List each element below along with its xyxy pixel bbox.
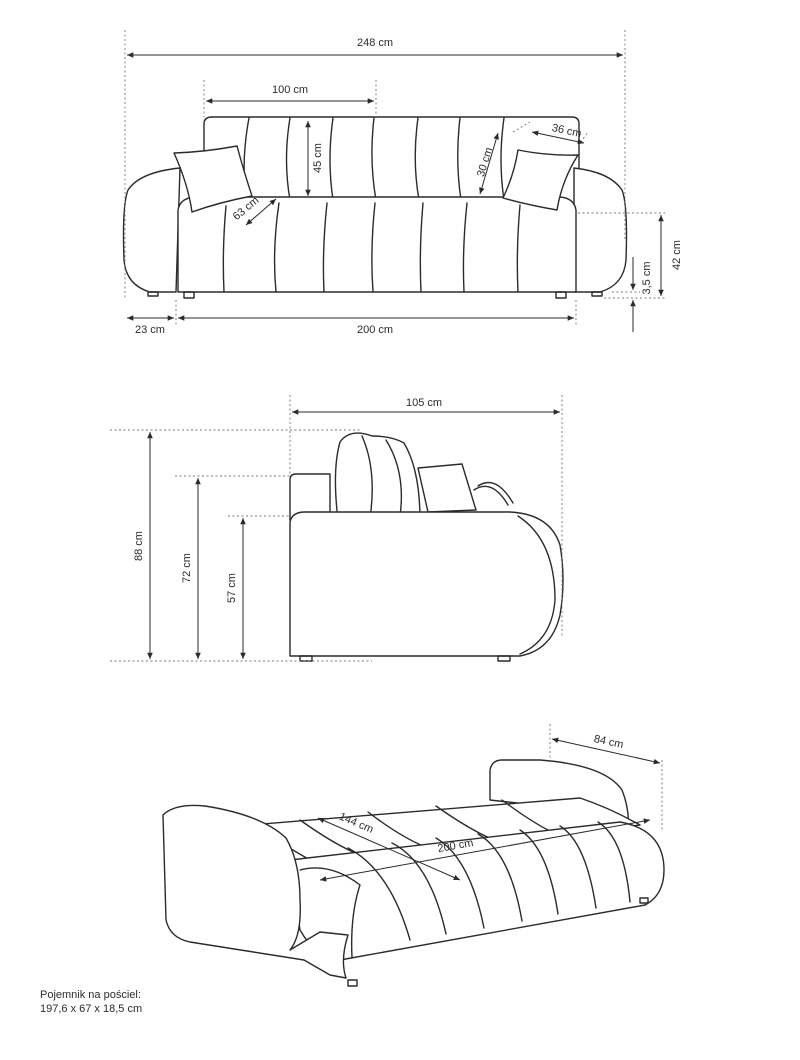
front-foot: [555, 291, 567, 299]
front-foot: [147, 291, 159, 297]
label-seat-height: 57 cm: [226, 573, 238, 603]
side-armrest: [289, 511, 564, 657]
front-right-pillow: [502, 149, 579, 211]
front-right-armrest: [573, 167, 628, 293]
front-left-armrest: [122, 167, 181, 293]
storage-note-title: Pojemnik na pościel:: [40, 989, 141, 1001]
dim-armrest-depth: [551, 737, 661, 765]
label-back-height: 45 cm: [312, 143, 324, 173]
side-back-arm: [289, 473, 331, 521]
label-armrest-width: 23 cm: [135, 324, 165, 336]
label-total-height: 88 cm: [133, 531, 145, 561]
storage-note: Pojemnik na pościel: 197,6 x 67 x 18,5 c…: [40, 988, 142, 1016]
label-leg-height: 3,5 cm: [641, 261, 653, 294]
bed-view: 84 cm 144 cm 200 cm: [162, 724, 665, 987]
bed-foot: [639, 897, 649, 904]
dim-cushion-height: [479, 132, 499, 195]
front-foot: [591, 291, 603, 297]
label-seat-width: 200 cm: [357, 324, 393, 336]
label-depth: 105 cm: [406, 397, 442, 409]
side-foot: [299, 655, 313, 662]
label-armrest-height: 72 cm: [181, 553, 193, 583]
bed-foot: [347, 979, 358, 987]
label-cushion-height: 30 cm: [475, 146, 495, 178]
bed-near-armrest: [162, 804, 349, 979]
side-foot: [497, 655, 511, 662]
side-pillow: [417, 463, 477, 513]
dim-cushion-width: [531, 130, 585, 145]
side-backrest: [334, 432, 421, 521]
storage-note-dimensions: 197,6 x 67 x 18,5 cm: [40, 1003, 143, 1015]
dim-seat-depth: [245, 198, 277, 226]
front-backrest: [203, 116, 580, 201]
label-total-width: 248 cm: [357, 37, 393, 49]
side-view: 105 cm 88 cm 72 cm 57 cm: [110, 395, 564, 662]
front-view: 248 cm 100 cm 45 cm 63 cm 36 cm 30 cm 42…: [122, 30, 683, 336]
label-front-height: 42 cm: [671, 240, 683, 270]
front-foot: [183, 291, 195, 299]
label-armrest-depth: 84 cm: [593, 733, 625, 751]
label-back-section: 100 cm: [272, 84, 308, 96]
front-seat-channels: [222, 202, 521, 293]
front-backrest-channels: [243, 117, 505, 201]
dim-sleeping-length: [319, 818, 651, 882]
front-left-pillow: [173, 145, 253, 213]
bed-far-armrest: [489, 759, 630, 831]
